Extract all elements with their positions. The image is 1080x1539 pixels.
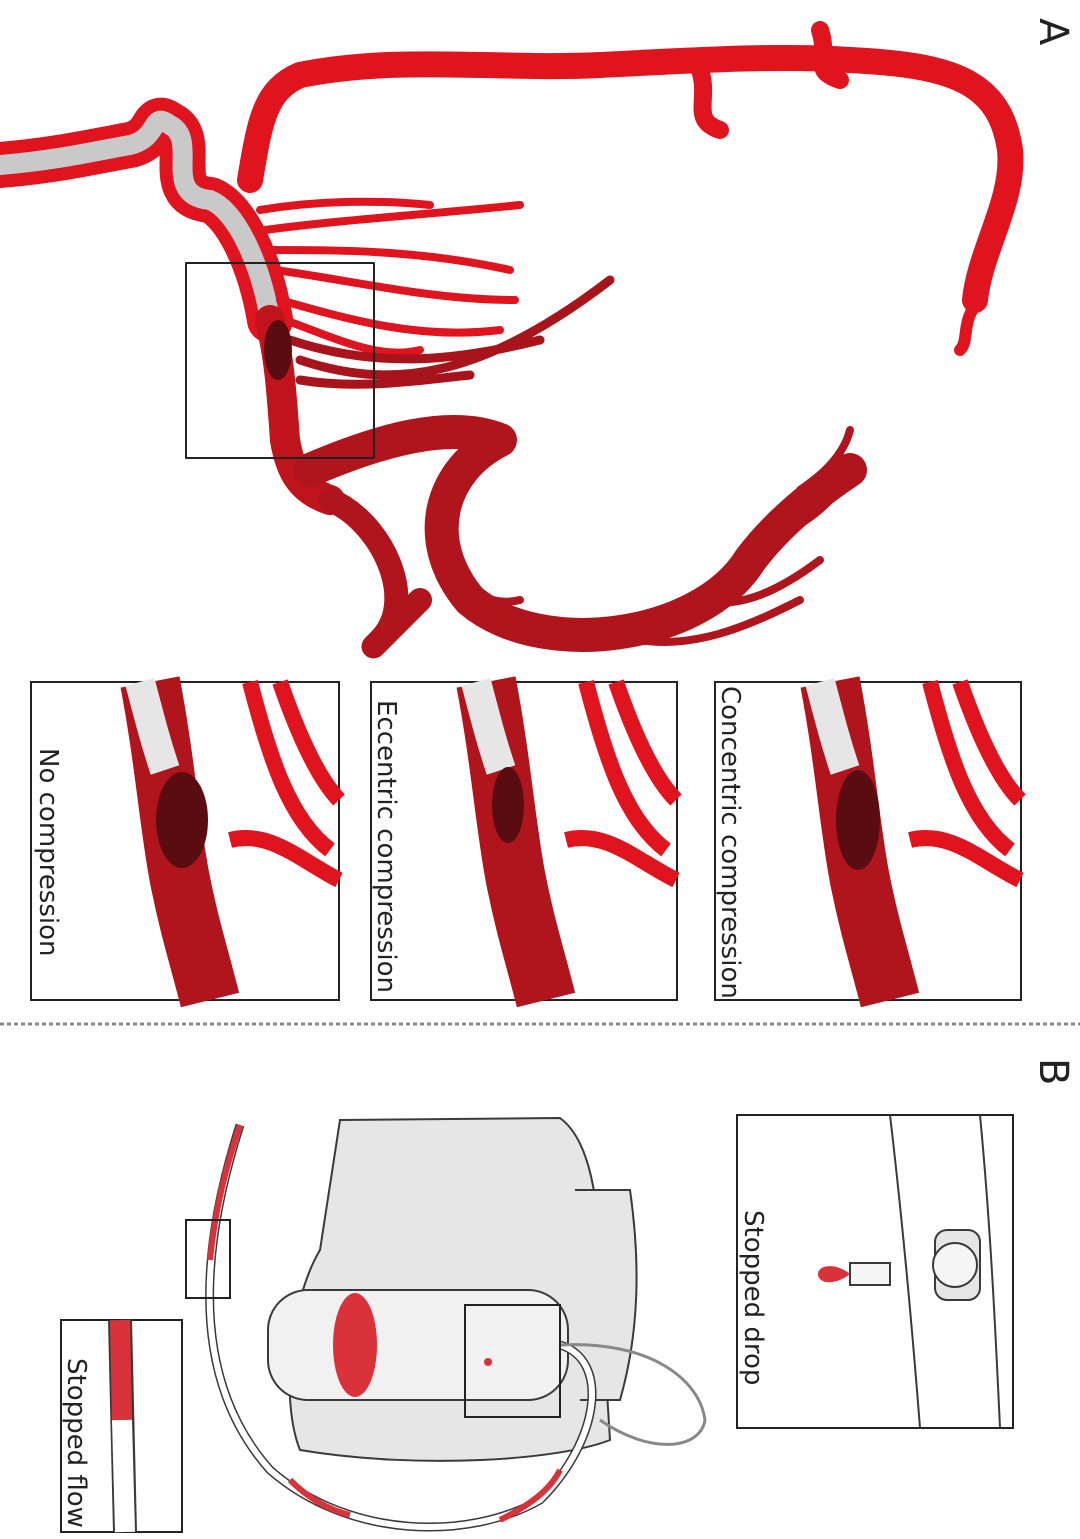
pump-line — [559, 1343, 707, 1446]
artery-lower-main — [293, 414, 867, 652]
catheter — [0, 110, 280, 330]
panel-label-a: A — [1030, 18, 1076, 46]
inset-eccentric: Eccentric compression — [370, 676, 682, 1008]
aspiration-tube-inner — [206, 1124, 595, 1530]
zoom-box-flow — [185, 1219, 231, 1299]
label-no-compression: No compression — [33, 748, 63, 956]
panel-label-b: B — [1030, 1058, 1076, 1085]
pump-handle — [575, 1189, 638, 1401]
inset-stopped-flow: Stopped flow — [60, 1319, 183, 1533]
panel-b-pump — [185, 1116, 707, 1532]
drop-marker — [484, 1358, 492, 1366]
inset-no-compression: No compression — [30, 676, 345, 1008]
label-stopped-drop: Stopped drop — [738, 1210, 768, 1385]
perforator-arteries — [256, 197, 524, 357]
tube-blood-2 — [287, 1468, 563, 1523]
label-eccentric: Eccentric compression — [371, 700, 401, 993]
canister-blood — [333, 1293, 377, 1397]
artery-lower-branch — [318, 488, 432, 659]
perforator-arteries-dark — [285, 275, 615, 389]
artery-upper-branch-2 — [691, 21, 849, 139]
label-concentric: Concentric compression — [715, 686, 745, 999]
artery-upper-branch — [237, 44, 1024, 313]
canister — [267, 1289, 569, 1401]
panel-a-arteries — [0, 21, 1024, 659]
zoom-box-a — [185, 262, 375, 459]
inset-stopped-drop: Stopped drop — [736, 1114, 1014, 1429]
tube-blood-1 — [207, 1124, 243, 1261]
label-stopped-flow: Stopped flow — [61, 1358, 91, 1528]
zoom-box-drop — [464, 1304, 561, 1418]
artery-upper-branch-3 — [954, 294, 986, 356]
thrombus — [264, 320, 292, 380]
inset-concentric: Concentric compression — [714, 676, 1026, 1008]
lower-twigs — [456, 426, 854, 646]
